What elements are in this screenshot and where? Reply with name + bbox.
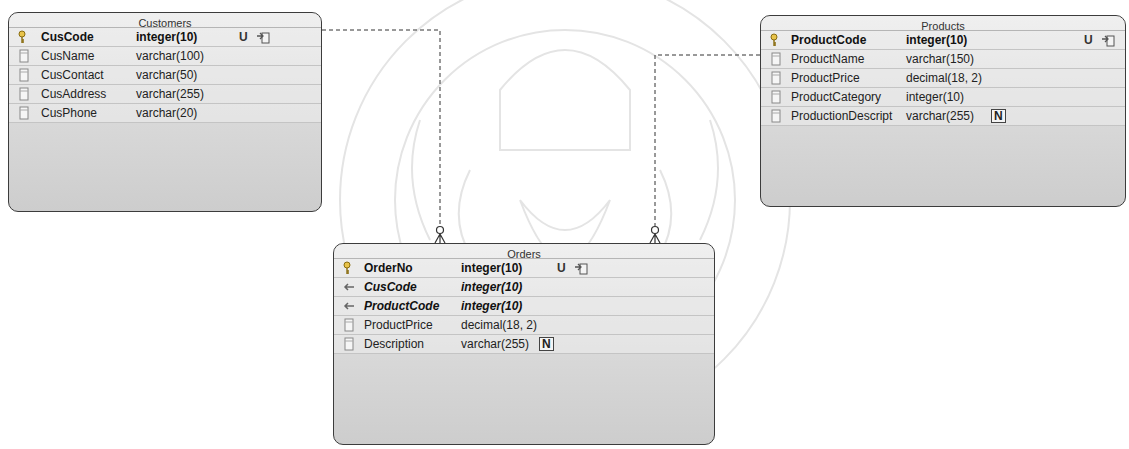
relationship-line bbox=[650, 55, 760, 243]
column-icon bbox=[17, 49, 31, 63]
column-icon bbox=[17, 106, 31, 120]
column-type: varchar(255) bbox=[906, 109, 974, 123]
column-row: ProductCode integer(10) U bbox=[761, 31, 1125, 50]
column-row: CusContact varchar(50) bbox=[9, 66, 321, 85]
table-name: Products bbox=[921, 20, 964, 32]
column-name: ProductCode bbox=[791, 33, 866, 47]
column-flag: U bbox=[239, 30, 248, 44]
column-row: CusCode integer(10) bbox=[334, 278, 714, 297]
column-type: decimal(18, 2) bbox=[461, 318, 537, 332]
key-icon bbox=[769, 33, 783, 47]
column-name: CusAddress bbox=[41, 87, 106, 101]
entity-table: OrdersOrderNo integer(10) U CusCode integer(… bbox=[333, 243, 715, 445]
index-icon bbox=[1101, 33, 1115, 47]
column-row: Description varchar(255) N bbox=[334, 335, 714, 354]
column-flag: N bbox=[539, 337, 554, 351]
column-name: CusContact bbox=[41, 68, 104, 82]
column-type: integer(10) bbox=[461, 280, 522, 294]
table-name: Customers bbox=[138, 17, 191, 29]
column-row: ProductName varchar(150) bbox=[761, 50, 1125, 69]
column-type: varchar(100) bbox=[136, 49, 204, 63]
column-row: CusName varchar(100) bbox=[9, 47, 321, 66]
table-header: Products bbox=[761, 16, 1125, 31]
column-type: integer(10) bbox=[906, 33, 967, 47]
column-icon bbox=[769, 52, 783, 66]
column-row: CusPhone varchar(20) bbox=[9, 104, 321, 123]
entity-table: ProductsProductCode integer(10) U ProductNa… bbox=[760, 15, 1126, 207]
column-row: ProductCode integer(10) bbox=[334, 297, 714, 316]
column-name: ProductPrice bbox=[364, 318, 433, 332]
column-type: decimal(18, 2) bbox=[906, 71, 982, 85]
column-row: ProductCategory integer(10) bbox=[761, 88, 1125, 107]
column-row: OrderNo integer(10) U bbox=[334, 259, 714, 278]
column-row: ProductPrice decimal(18, 2) bbox=[334, 316, 714, 335]
column-name: CusName bbox=[41, 49, 94, 63]
index-icon bbox=[256, 30, 270, 44]
column-row: CusAddress varchar(255) bbox=[9, 85, 321, 104]
foreign-key-icon bbox=[342, 280, 356, 294]
column-type: varchar(255) bbox=[461, 337, 529, 351]
column-icon bbox=[342, 318, 356, 332]
column-icon bbox=[769, 71, 783, 85]
column-name: ProductPrice bbox=[791, 71, 860, 85]
column-icon bbox=[769, 90, 783, 104]
column-type: integer(10) bbox=[906, 90, 964, 104]
column-type: varchar(20) bbox=[136, 106, 197, 120]
index-icon bbox=[574, 261, 588, 275]
relationship-line bbox=[322, 30, 445, 243]
table-header: Customers bbox=[9, 13, 321, 28]
column-type: varchar(150) bbox=[906, 52, 974, 66]
column-flag: U bbox=[557, 261, 566, 275]
table-header: Orders bbox=[334, 244, 714, 259]
column-name: CusCode bbox=[41, 30, 94, 44]
column-icon bbox=[769, 109, 783, 123]
column-name: OrderNo bbox=[364, 261, 413, 275]
entity-table: CustomersCusCode integer(10) U CusName varch… bbox=[8, 12, 322, 212]
column-type: varchar(255) bbox=[136, 87, 204, 101]
column-name: ProductCode bbox=[364, 299, 439, 313]
key-icon bbox=[342, 261, 356, 275]
column-flag: U bbox=[1084, 33, 1093, 47]
column-name: CusCode bbox=[364, 280, 417, 294]
column-type: integer(10) bbox=[461, 299, 522, 313]
column-type: integer(10) bbox=[461, 261, 522, 275]
column-icon bbox=[17, 68, 31, 82]
column-row: ProductPrice decimal(18, 2) bbox=[761, 69, 1125, 88]
column-flag: N bbox=[991, 109, 1006, 123]
table-name: Orders bbox=[507, 248, 541, 260]
column-name: CusPhone bbox=[41, 106, 97, 120]
column-icon bbox=[17, 87, 31, 101]
column-name: ProductionDescript bbox=[791, 109, 892, 123]
key-icon bbox=[17, 30, 31, 44]
column-name: Description bbox=[364, 337, 424, 351]
column-row: CusCode integer(10) U bbox=[9, 28, 321, 47]
column-icon bbox=[342, 337, 356, 351]
column-name: ProductName bbox=[791, 52, 864, 66]
column-type: integer(10) bbox=[136, 30, 197, 44]
foreign-key-icon bbox=[342, 299, 356, 313]
column-name: ProductCategory bbox=[791, 90, 881, 104]
column-type: varchar(50) bbox=[136, 68, 197, 82]
column-row: ProductionDescript varchar(255) N bbox=[761, 107, 1125, 126]
